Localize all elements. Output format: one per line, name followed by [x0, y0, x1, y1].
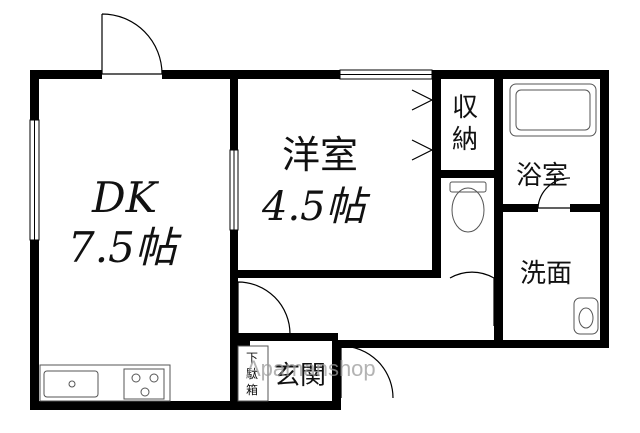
wash-basin	[573, 297, 599, 335]
dk-size: 7.5帖	[68, 223, 182, 272]
washroom-name: 洗面	[520, 259, 572, 289]
burner-3	[140, 387, 150, 397]
wall-toilet-top	[432, 170, 502, 178]
storage-name-2: 納	[452, 125, 478, 155]
wall-right-upper	[600, 70, 609, 220]
door-bath	[537, 177, 571, 209]
sink-drain	[68, 380, 76, 388]
sink	[43, 370, 99, 398]
wash-basin-bowl	[578, 307, 594, 329]
shoe-box-label-1: 下	[246, 351, 258, 365]
stove	[123, 368, 165, 400]
bath-name: 浴室	[516, 161, 568, 191]
door-entrance	[340, 345, 394, 399]
wall-bath-bottom-right	[570, 204, 609, 212]
toilet-tank	[449, 181, 487, 193]
shoe-box-label-2: 駄	[246, 366, 258, 381]
kitchen-counter	[39, 364, 171, 402]
windows	[29, 69, 433, 241]
wall-right-lower	[600, 212, 609, 348]
wall-bottom-left	[30, 401, 240, 410]
interior-walls	[230, 79, 609, 401]
wall-storage-left	[432, 79, 441, 175]
burner-2	[149, 373, 159, 383]
bathtub-inner	[515, 89, 591, 131]
storage-name-1: 収	[452, 93, 478, 123]
wall-bath-bottom	[503, 204, 538, 212]
door-storage-2	[411, 139, 434, 161]
western-name: 洋室	[282, 133, 358, 177]
wall-toilet-left	[432, 170, 441, 278]
wall-shoebox-top	[238, 340, 250, 346]
wall-bottom-entrance	[232, 401, 340, 410]
wall-bottom-right	[332, 340, 607, 348]
burner-1	[131, 373, 141, 383]
apamanshop-watermark: Apamanshop	[246, 356, 376, 381]
wall-western-bottom	[230, 270, 440, 278]
fixtures	[39, 83, 599, 402]
wall-dk-right	[230, 79, 238, 401]
shoe-box-label-3: 箱	[246, 382, 258, 397]
wall-toilet-right	[494, 79, 503, 279]
shoe-box	[237, 345, 269, 402]
wall-entrance-right	[332, 340, 341, 410]
door-hall	[237, 281, 291, 335]
door-toilet	[449, 271, 495, 326]
wall-top-left	[30, 70, 102, 79]
entrance-name: 玄関	[274, 361, 326, 391]
toilet-bowl	[451, 187, 485, 233]
doors	[101, 13, 571, 399]
bathtub	[509, 83, 597, 137]
wall-hall-bottom	[238, 333, 338, 341]
door-dk-exterior	[101, 13, 163, 75]
western-size: 4.5帖	[261, 184, 371, 230]
wall-washroom-left	[494, 274, 503, 340]
door-storage-1	[411, 89, 434, 111]
dk-name: DK	[91, 173, 160, 222]
